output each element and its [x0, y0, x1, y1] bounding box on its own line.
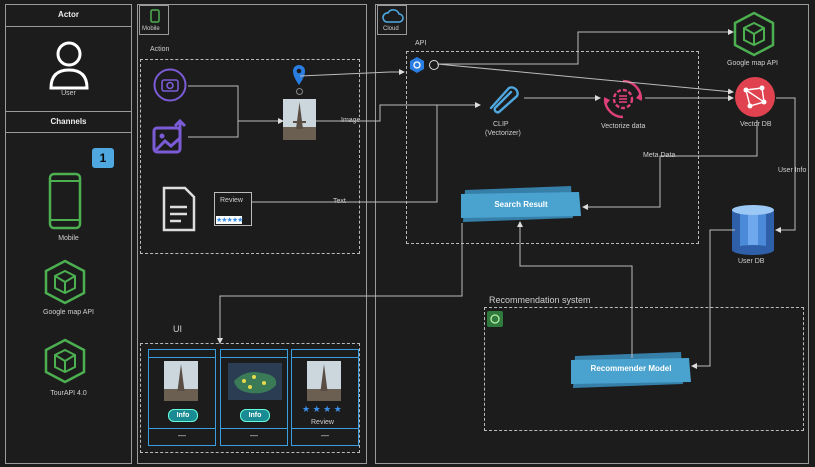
- step-badge: 1: [92, 148, 114, 168]
- user-db-label: User DB: [738, 258, 765, 265]
- vectorize-label: Vectorize data: [601, 123, 646, 130]
- cloud-tab-icon: [382, 9, 404, 23]
- eiffel-photo: [283, 99, 316, 140]
- user-db-icon: [732, 205, 774, 255]
- review-thumb-stars: ★★★★★: [216, 216, 243, 224]
- cloud-tab-label: Cloud: [383, 26, 399, 32]
- mobile-tab-label: Mobile: [142, 26, 160, 32]
- cloud-panel: [375, 4, 809, 464]
- search-result-banner: Search Result: [494, 200, 548, 209]
- rec-system-chip-icon: [487, 311, 503, 327]
- mobile-tab: Mobile: [139, 5, 169, 35]
- ui-card-1[interactable]: Info —: [148, 349, 216, 446]
- channel-mobile-label: Mobile: [58, 235, 79, 242]
- ui-card-3-photo: [307, 361, 341, 401]
- api-endpoint-dot: [429, 60, 439, 70]
- api-group: [406, 51, 699, 244]
- vectorize-gear-icon: [603, 79, 643, 119]
- rec-model-banner: Recommender Model: [590, 364, 672, 373]
- ui-card-2[interactable]: Info —: [220, 349, 288, 446]
- document-icon[interactable]: [161, 185, 197, 233]
- ui-card-1-info-button[interactable]: Info: [168, 409, 198, 422]
- rec-system-label: Recommendation system: [489, 295, 591, 305]
- channel-google-label: Google map API: [43, 309, 94, 316]
- action-label: Action: [150, 46, 170, 53]
- ui-card-1-footer: —: [149, 428, 215, 445]
- api-gateway-icon: [410, 57, 424, 73]
- channels-title: Channels: [50, 117, 87, 126]
- location-dot: [296, 88, 303, 95]
- google-map-api-cloud-icon: [733, 11, 775, 57]
- search-result-banner-shape: [461, 186, 581, 222]
- clip-subtitle: (Vectorizer): [485, 130, 521, 137]
- review-thumb-label: Review: [220, 197, 243, 204]
- user-label: User: [61, 90, 76, 97]
- vector-db-icon: [735, 77, 775, 117]
- google-map-api-cube-icon: [44, 259, 86, 305]
- ui-card-2-info-button[interactable]: Info: [240, 409, 270, 422]
- vector-db-label: Vector DB: [740, 121, 772, 128]
- paperclip-icon: [489, 86, 519, 114]
- action-group: [140, 59, 360, 254]
- meta-data-label: Meta Data: [643, 152, 676, 159]
- mobile-tab-icon: [150, 9, 160, 23]
- channel-tourapi-label: TourAPI 4.0: [50, 390, 87, 397]
- ui-card-1-photo: [164, 361, 198, 401]
- actor-title: Actor: [58, 10, 79, 19]
- ui-card-2-map: [228, 363, 282, 400]
- api-label: API: [415, 40, 427, 47]
- google-map-api-cloud-label: Google map API: [727, 60, 778, 67]
- camera-icon[interactable]: [153, 68, 187, 102]
- user-icon: [49, 41, 89, 90]
- location-pin-icon: [293, 65, 305, 85]
- user-info-label: User Info: [778, 167, 807, 174]
- actor-panel: Actor User Channels: [5, 4, 132, 464]
- ui-card-3-review-caption: Review: [311, 419, 334, 426]
- rec-system-group: [484, 307, 804, 431]
- clip-title: CLIP: [493, 121, 509, 128]
- cloud-tab: Cloud: [377, 5, 407, 35]
- mobile-phone-icon: [48, 172, 82, 230]
- ui-card-3-stars: ★ ★ ★ ★: [302, 404, 342, 414]
- rec-model-banner-shape: [571, 352, 691, 388]
- review-thumbnail: Review ★★★★★: [214, 192, 252, 226]
- ui-card-3-footer: —: [292, 428, 358, 445]
- image-upload-icon[interactable]: [152, 118, 188, 156]
- mobile-panel: [137, 4, 367, 464]
- ui-group: [140, 343, 360, 453]
- ui-card-3[interactable]: ★ ★ ★ ★ Review —: [291, 349, 359, 446]
- ui-card-2-footer: —: [221, 428, 287, 445]
- tourapi-cube-icon: [44, 338, 86, 384]
- ui-label: UI: [173, 324, 182, 334]
